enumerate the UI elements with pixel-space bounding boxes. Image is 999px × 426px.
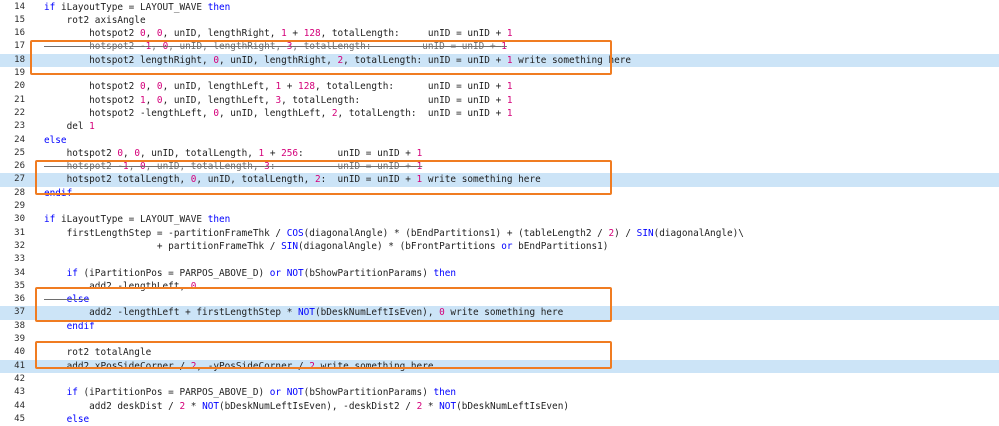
code-text[interactable]: if iLayoutType = LAYOUT_WAVE then	[44, 1, 231, 13]
line-number: 21	[14, 94, 25, 105]
line-number: 28	[14, 187, 25, 198]
line-number: 30	[14, 214, 25, 225]
line-number: 27	[14, 174, 25, 185]
code-text[interactable]: + partitionFrameThk / SIN(diagonalAngle)…	[44, 240, 609, 252]
code-line[interactable]: 37 add2 -lengthLeft + firstLengthStep * …	[0, 306, 999, 320]
code-text[interactable]: rot2 axisAngle	[44, 14, 146, 26]
line-number: 17	[14, 41, 25, 52]
code-line[interactable]: 38 endif	[0, 320, 999, 333]
code-line[interactable]: 26 hotspot2 -1, 0, unID, totalLength, 3:…	[0, 160, 999, 173]
annotation-box-2	[35, 160, 612, 195]
line-number: 26	[14, 161, 25, 172]
line-number: 40	[14, 347, 25, 358]
line-number: 42	[14, 373, 25, 384]
code-text[interactable]: add2 xPosSideCorner / 2, -yPosSideCorner…	[44, 360, 434, 372]
code-line[interactable]: 19	[0, 67, 999, 80]
line-number: 44	[14, 400, 25, 411]
line-number: 41	[14, 360, 25, 371]
code-text[interactable]: hotspot2 -1, 0, unID, totalLength, 3: un…	[44, 161, 423, 173]
code-text[interactable]: hotspot2 lengthRight, 0, unID, lengthRig…	[44, 54, 632, 66]
line-number: 19	[14, 68, 25, 78]
code-line[interactable]: 25 hotspot2 0, 0, unID, totalLength, 1 +…	[0, 147, 999, 160]
line-number: 38	[14, 320, 25, 331]
code-line[interactable]: 33	[0, 253, 999, 266]
code-line[interactable]: 24 else	[0, 134, 999, 147]
line-number: 15	[14, 14, 25, 25]
code-text[interactable]: else	[66, 413, 90, 425]
code-line[interactable]: 20 hotspot2 0, 0, unID, lengthLeft, 1 + …	[0, 80, 999, 93]
line-number: 20	[14, 81, 25, 92]
code-text[interactable]: else	[44, 134, 67, 146]
line-number: 45	[14, 413, 25, 424]
line-number: 31	[14, 227, 25, 238]
code-line[interactable]: 39	[0, 333, 999, 346]
code-line[interactable]: 17 hotspot2 -1, 0, unID, lengthRight, 3,…	[0, 40, 999, 53]
line-number: 23	[14, 121, 25, 132]
code-line[interactable]: 15 rot2 axisAngle	[0, 14, 999, 27]
annotation-box-3	[35, 287, 612, 322]
code-line[interactable]: 41 add2 xPosSideCorner / 2, -yPosSideCor…	[0, 359, 999, 373]
code-text[interactable]: del 1	[44, 121, 95, 133]
line-number: 37	[14, 307, 25, 318]
code-line[interactable]: 29	[0, 200, 999, 213]
code-line[interactable]: 16 hotspot2 0, 0, unID, lengthRight, 1 +…	[0, 27, 999, 40]
line-number: 16	[14, 28, 25, 39]
line-number-gutter	[0, 0, 30, 411]
line-number: 14	[14, 1, 25, 12]
code-text[interactable]: if (iPartitionPos = PARPOS_ABOVE_D) or N…	[66, 267, 457, 279]
line-number: 29	[14, 201, 25, 211]
code-line[interactable]: 31 firstLengthStep = -partitionFrameThk …	[0, 227, 999, 240]
code-text[interactable]: if iLayoutType = LAYOUT_WAVE then	[44, 214, 231, 226]
code-text[interactable]: if (iPartitionPos = PARPOS_ABOVE_D) or N…	[66, 387, 457, 399]
code-line[interactable]: 23 del 1	[0, 120, 999, 133]
line-number: 18	[14, 54, 25, 65]
line-number: 33	[14, 254, 25, 265]
code-text[interactable]: hotspot2 0, 0, unID, totalLength, 1 + 25…	[44, 147, 423, 159]
line-number: 36	[14, 294, 25, 305]
code-text[interactable]: hotspot2 1, 0, unID, lengthLeft, 3, tota…	[44, 94, 513, 106]
line-number: 39	[14, 334, 25, 344]
code-text[interactable]: hotspot2 -1, 0, unID, lengthRight, 3, to…	[44, 41, 507, 53]
line-number: 43	[14, 387, 25, 398]
code-text[interactable]: hotspot2 -lengthLeft, 0, unID, lengthLef…	[44, 107, 513, 119]
code-line[interactable]: 22 hotspot2 -lengthLeft, 0, unID, length…	[0, 107, 999, 120]
code-line[interactable]: 30 if iLayoutType = LAYOUT_WAVE then	[0, 213, 999, 226]
code-text[interactable]: hotspot2 0, 0, unID, lengthLeft, 1 + 128…	[44, 81, 513, 93]
code-line[interactable]: 35 add2 -lengthLeft, 0	[0, 280, 999, 293]
code-text[interactable]: add2 -lengthLeft, 0	[44, 280, 197, 292]
line-number: 22	[14, 107, 25, 118]
code-line[interactable]: 44 add2 deskDist / 2 * NOT(bDeskNumLeftI…	[0, 400, 999, 413]
annotation-box-4	[35, 341, 612, 369]
code-text[interactable]: hotspot2 0, 0, unID, lengthRight, 1 + 12…	[44, 28, 513, 40]
code-line[interactable]: 36 else	[0, 293, 999, 306]
line-number: 24	[14, 134, 25, 145]
code-line[interactable]: 27 hotspot2 totalLength, 0, unID, totalL…	[0, 173, 999, 187]
code-text[interactable]: rot2 totalAngle	[44, 347, 152, 359]
code-line[interactable]: 42	[0, 373, 999, 386]
annotation-box-1	[30, 40, 612, 75]
code-text[interactable]: hotspot2 totalLength, 0, unID, totalLeng…	[44, 174, 541, 186]
code-text[interactable]: add2 deskDist / 2 * NOT(bDeskNumLeftIsEv…	[44, 400, 569, 412]
line-number: 32	[14, 240, 25, 251]
line-number: 35	[14, 280, 25, 291]
code-line[interactable]: 32 + partitionFrameThk / SIN(diagonalAng…	[0, 240, 999, 253]
code-text[interactable]: else	[66, 294, 90, 306]
code-line[interactable]: 21 hotspot2 1, 0, unID, lengthLeft, 3, t…	[0, 94, 999, 107]
code-line[interactable]: 40 rot2 totalAngle	[0, 346, 999, 359]
code-text[interactable]: endif	[66, 320, 95, 332]
line-number: 34	[14, 267, 25, 278]
code-line[interactable]: 34 if (iPartitionPos = PARPOS_ABOVE_D) o…	[0, 267, 999, 280]
code-line[interactable]: 18 hotspot2 lengthRight, 0, unID, length…	[0, 53, 999, 68]
line-number: 25	[14, 147, 25, 158]
code-text[interactable]: firstLengthStep = -partitionFrameThk / C…	[44, 227, 744, 239]
code-text[interactable]: add2 -lengthLeft + firstLengthStep * NOT…	[44, 307, 564, 319]
code-line[interactable]: 14 if iLayoutType = LAYOUT_WAVE then	[0, 1, 999, 14]
code-line[interactable]: 43 if (iPartitionPos = PARPOS_ABOVE_D) o…	[0, 386, 999, 399]
code-line[interactable]: 45 else	[0, 413, 999, 426]
